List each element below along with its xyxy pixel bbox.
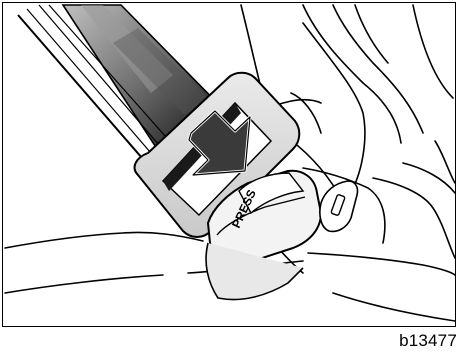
seatbelt-illustration: PRESS	[2, 2, 456, 327]
seat-slot	[320, 181, 358, 231]
figure-code: b13477	[399, 331, 457, 351]
